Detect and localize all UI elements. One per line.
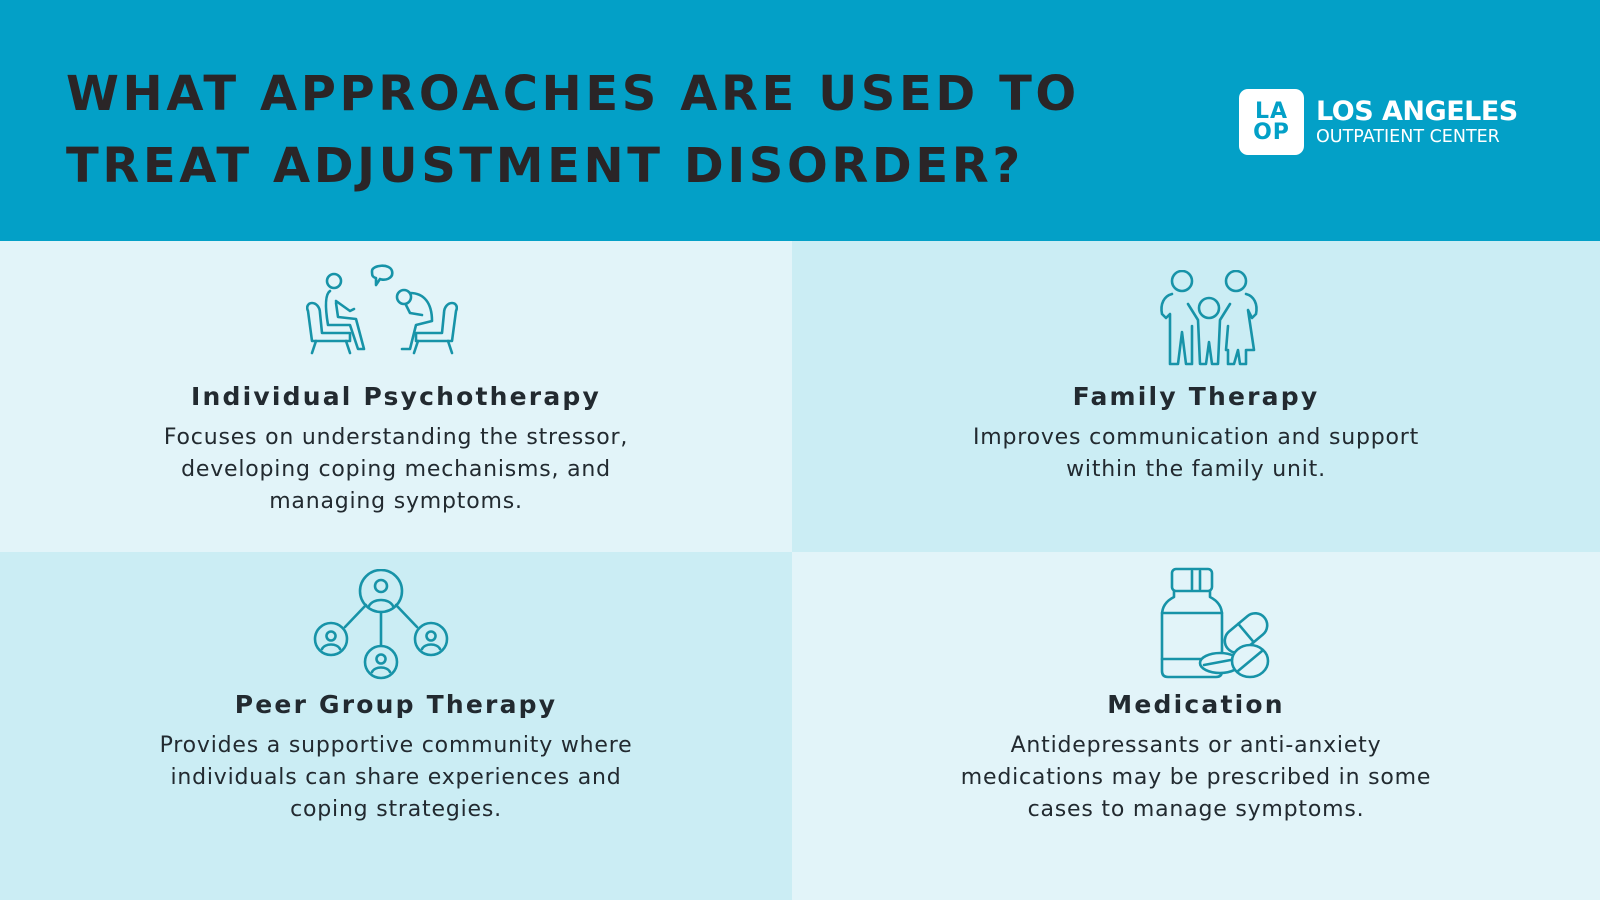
- page-title: WHAT APPROACHES ARE USED TO TREAT ADJUST…: [66, 58, 1146, 202]
- brand-logo: LA OP LOS ANGELES OUTPATIENT CENTER: [1239, 89, 1518, 155]
- logo-badge-bottom: OP: [1253, 120, 1290, 145]
- approach-card-medication: Medication Antidepressants or anti-anxie…: [792, 552, 1600, 900]
- logo-badge-icon: LA OP: [1239, 89, 1304, 155]
- peer-group-network-icon: [313, 569, 449, 681]
- approach-card-individual-psychotherapy: Individual Psychotherapy Focuses on unde…: [0, 241, 792, 552]
- medication-bottle-pills-icon: [1160, 567, 1272, 679]
- description-line: medications may be prescribed in some: [960, 765, 1432, 790]
- approach-description: Antidepressants or anti-anxiety medicati…: [916, 730, 1476, 826]
- approach-card-peer-group-therapy: Peer Group Therapy Provides a supportive…: [0, 552, 792, 900]
- logo-name-line-1: LOS ANGELES: [1316, 96, 1518, 127]
- description-line: developing coping mechanisms, and: [181, 457, 611, 482]
- approach-title: Peer Group Therapy: [234, 690, 558, 719]
- approach-title: Medication: [1107, 690, 1285, 719]
- approach-title: Individual Psychotherapy: [190, 382, 601, 411]
- description-line: individuals can share experiences and: [170, 765, 622, 790]
- logo-name-line-2: OUTPATIENT CENTER: [1316, 127, 1500, 147]
- description-line: cases to manage symptoms.: [1027, 797, 1365, 822]
- logo-badge-top: LA: [1254, 99, 1289, 124]
- approach-card-family-therapy: Family Therapy Improves communication an…: [792, 241, 1600, 552]
- description-line: Antidepressants or anti-anxiety: [1010, 733, 1382, 758]
- title-line-2: TREAT ADJUSTMENT DISORDER?: [66, 138, 1024, 194]
- description-line: coping strategies.: [290, 797, 502, 822]
- title-line-1: WHAT APPROACHES ARE USED TO: [66, 66, 1080, 122]
- approach-title: Family Therapy: [1072, 382, 1320, 411]
- description-line: Improves communication and support: [972, 425, 1420, 450]
- therapy-session-icon: [306, 263, 458, 357]
- header-banner: WHAT APPROACHES ARE USED TO TREAT ADJUST…: [0, 0, 1600, 241]
- description-line: Provides a supportive community where: [159, 733, 633, 758]
- description-line: within the family unit.: [1066, 457, 1326, 482]
- approach-description: Improves communication and support withi…: [936, 422, 1456, 486]
- description-line: managing symptoms.: [269, 489, 523, 514]
- logo-wordmark: LOS ANGELES OUTPATIENT CENTER: [1316, 96, 1518, 148]
- approach-description: Focuses on understanding the stressor, d…: [136, 422, 656, 518]
- family-icon: [1158, 270, 1260, 366]
- description-line: Focuses on understanding the stressor,: [163, 425, 629, 450]
- approach-description: Provides a supportive community where in…: [126, 730, 666, 826]
